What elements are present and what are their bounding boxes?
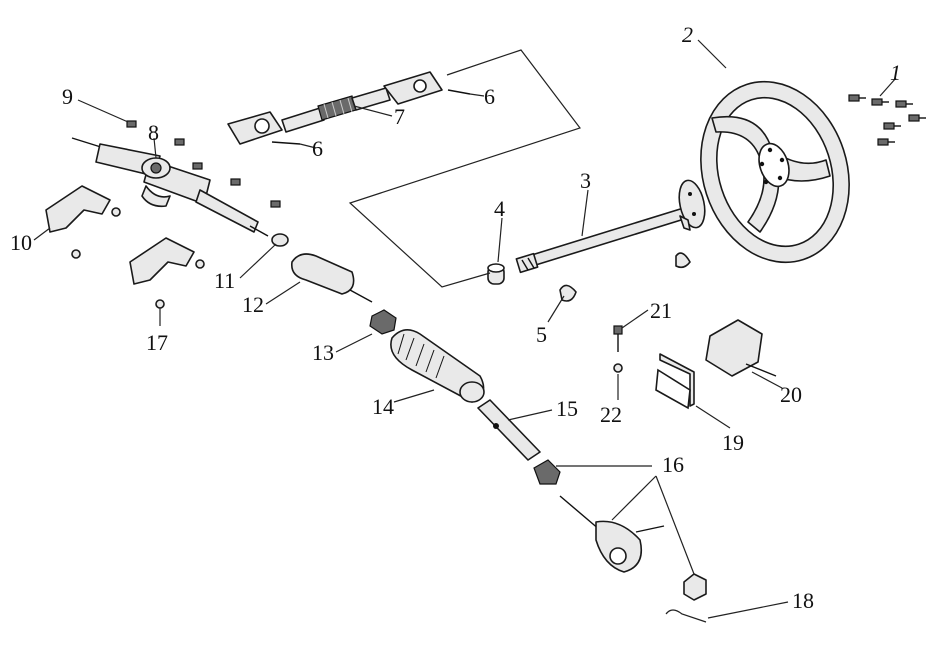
switch-module: [705, 319, 777, 377]
callout-16: 16: [662, 452, 684, 477]
callout-9: 9: [62, 84, 73, 109]
shaft-clip: [559, 252, 691, 302]
nut-11: [271, 233, 289, 247]
callout-2: 2: [682, 22, 693, 47]
callout-13: 13: [312, 340, 334, 365]
cotter-pin: [665, 609, 707, 623]
callout-6-upper: 6: [484, 84, 495, 109]
inner-tie-rod: [477, 399, 541, 461]
shaft-bushing: [487, 263, 505, 285]
callout-22: 22: [600, 402, 622, 427]
callout-14: 14: [372, 394, 394, 419]
callout-11: 11: [214, 268, 235, 293]
nut-17: [155, 299, 165, 309]
callout-21: 21: [650, 298, 672, 323]
callout-6-lower: 6: [312, 136, 323, 161]
rack-bolts: [126, 120, 281, 208]
callout-17: 17: [146, 330, 168, 355]
steering-rack: [71, 137, 269, 237]
pin-upper: [447, 89, 471, 95]
callout-10: 10: [10, 230, 32, 255]
steering-wheel: [700, 80, 850, 264]
callout-15: 15: [556, 396, 578, 421]
tie-rod-end: [533, 459, 707, 601]
callout-5: 5: [536, 322, 547, 347]
steering-shaft: [515, 179, 706, 274]
pin-lower: [271, 141, 301, 145]
nut-13: [369, 309, 397, 335]
callout-labels: 1 2 3 4 5 6 6 7 8 9 10 11 12 13 14 15 16…: [10, 22, 901, 613]
callout-7: 7: [394, 104, 405, 129]
bolt-21: [613, 325, 623, 352]
callout-1: 1: [890, 60, 901, 85]
boot-sleeve: [290, 253, 373, 303]
bracket: [655, 353, 695, 410]
rack-clamps: [45, 185, 205, 309]
callout-20: 20: [780, 382, 802, 407]
washer-22: [613, 363, 623, 373]
callout-12: 12: [242, 292, 264, 317]
universal-joint-shaft: [227, 71, 471, 145]
callout-19: 19: [722, 430, 744, 455]
callout-3: 3: [580, 168, 591, 193]
dust-boot: [390, 329, 485, 403]
callout-8: 8: [148, 120, 159, 145]
assembly-outline: [348, 49, 581, 288]
callout-18: 18: [792, 588, 814, 613]
callout-4: 4: [494, 196, 505, 221]
leader-lines: [33, 39, 897, 619]
wheel-bolts: [848, 94, 926, 146]
